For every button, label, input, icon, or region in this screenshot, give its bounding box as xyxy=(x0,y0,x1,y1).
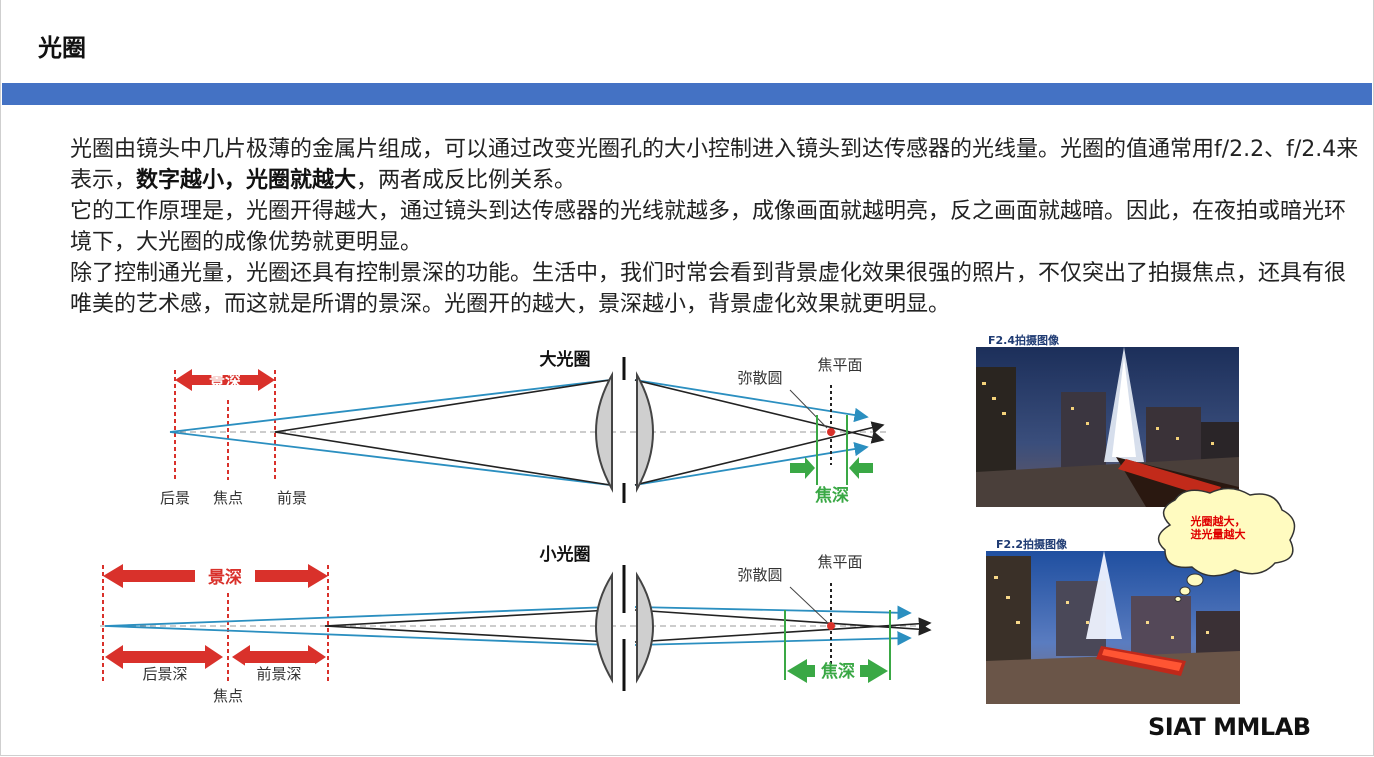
large-aperture-diagram: 景深 后景 焦点 前景 大光圈 焦平面 弥散圆 焦深 xyxy=(160,349,890,507)
aperture-label-top: 大光圈 xyxy=(540,349,591,370)
paragraph-2: 它的工作原理是，光圈开得越大，通过镜头到达传感器的光线就越多，成像画面就越明亮，… xyxy=(70,199,1347,255)
back-label: 后景 xyxy=(160,489,190,507)
front-label: 前景 xyxy=(277,489,307,507)
back-dof-label: 后景深 xyxy=(142,665,187,683)
front-dof-label: 前景深 xyxy=(256,665,301,683)
thought-line-1: 光圈越大， xyxy=(1190,515,1246,528)
focus-label-bottom: 焦点 xyxy=(213,687,243,705)
small-aperture-diagram: 景深 后景深 前景深 焦点 小光圈 焦平面 弥散圆 xyxy=(100,544,932,705)
thought-text: 光圈越大， 进光量越大 xyxy=(1168,515,1268,541)
thought-bubble xyxy=(1157,487,1296,602)
body-text: 光圈由镜头中几片极薄的金属片组成，可以通过改变光圈孔的大小控制进入镜头到达传感器… xyxy=(70,134,1366,320)
f24-photo xyxy=(976,347,1239,507)
aperture-diagram: 景深 后景 焦点 前景 大光圈 焦平面 弥散圆 焦深 xyxy=(100,349,932,705)
para1-end: ，两者成反比例关系。 xyxy=(356,168,577,193)
para1-start: 光圈由镜头中几片极薄的金属片组成，可以通过改变光圈孔的大小控制进入镜头到达传感器… xyxy=(70,137,1359,193)
lab-logo: SIAT MMLAB xyxy=(1148,713,1311,741)
focus-label-top: 焦点 xyxy=(213,489,243,507)
focal-plane-label-bottom: 焦平面 xyxy=(817,553,862,571)
bottom-photo-caption: F2.2拍摄图像 xyxy=(996,538,1068,551)
paragraph-3: 除了控制通光量，光圈还具有控制景深的功能。生活中，我们时常会看到背景虚化效果很强… xyxy=(70,261,1347,317)
coc-label-top: 弥散圆 xyxy=(737,369,782,387)
top-photo-caption: F2.4拍摄图像 xyxy=(988,334,1060,347)
dof-label-bottom: 景深 xyxy=(208,567,242,588)
paragraph-1: 光圈由镜头中几片极薄的金属片组成，可以通过改变光圈孔的大小控制进入镜头到达传感器… xyxy=(70,134,1366,196)
title-bar xyxy=(2,83,1372,105)
coc-label-bottom: 弥散圆 xyxy=(737,566,782,584)
para1-bold: 数字越小，光圈就越大 xyxy=(136,168,357,193)
slide-title: 光圈 xyxy=(38,34,86,62)
focal-plane-label-top: 焦平面 xyxy=(817,356,862,374)
aperture-label-bottom: 小光圈 xyxy=(540,544,591,565)
focus-depth-label-top: 焦深 xyxy=(814,485,849,506)
dof-label-top: 景深 xyxy=(209,371,241,390)
focus-depth-label-bottom: 焦深 xyxy=(820,661,855,682)
thought-line-2: 进光量越大 xyxy=(1190,528,1246,541)
dof-arrow-top xyxy=(175,369,275,391)
